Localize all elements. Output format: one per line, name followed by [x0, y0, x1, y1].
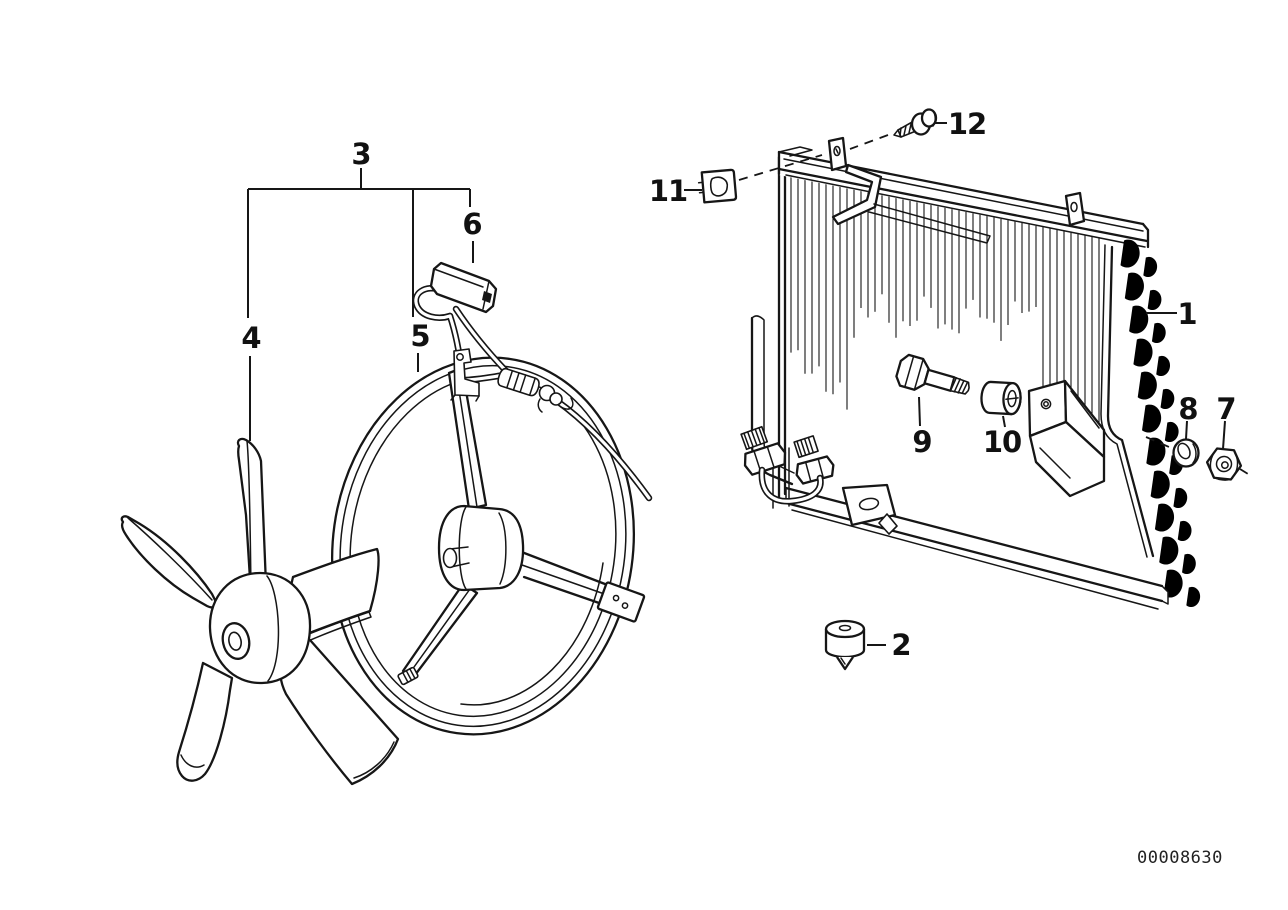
- motor-shaft: [442, 546, 470, 569]
- hex-bolt: [895, 353, 970, 395]
- mounting-tab-right: [1064, 191, 1086, 227]
- fan-blade-assembly: [120, 437, 400, 786]
- callout-5[interactable]: 5: [410, 319, 430, 353]
- condenser-bottom-rail: [784, 486, 1169, 610]
- blade-top: [236, 437, 268, 597]
- rubber-mount: [824, 619, 866, 671]
- condenser-z-bracket: [1027, 379, 1106, 498]
- inline-plug: [497, 367, 540, 397]
- leader-lines: [247, 122, 1254, 646]
- callout-3[interactable]: 3: [351, 137, 371, 171]
- blade-lower-left: [176, 661, 234, 782]
- fan-motor: [437, 504, 525, 592]
- washer: [1172, 438, 1200, 468]
- bottom-rail-bracket: [841, 483, 898, 535]
- shroud-rivet: [397, 666, 419, 686]
- diagram-image-code: 00008630: [1137, 848, 1223, 868]
- spacer-bushing: [980, 380, 1022, 416]
- hex-nut: [1205, 447, 1243, 481]
- callout-7[interactable]: 7: [1216, 392, 1236, 426]
- callout-6[interactable]: 6: [462, 207, 482, 241]
- callout-12[interactable]: 12: [948, 107, 987, 141]
- refrigerant-fittings: [740, 315, 835, 509]
- condenser: [740, 136, 1202, 610]
- callouts: 1 2 3 4 5 6 7 8 9 10 11 12: [241, 107, 1236, 662]
- ring-inner-lip: [460, 562, 604, 706]
- callout-1[interactable]: 1: [1177, 297, 1197, 331]
- callout-10[interactable]: 10: [983, 425, 1022, 459]
- callout-4[interactable]: 4: [241, 321, 261, 355]
- condenser-inner-edge: [1106, 245, 1155, 558]
- callout-9[interactable]: 9: [912, 425, 932, 459]
- mounting-tab-left: [827, 136, 848, 172]
- screw: [893, 108, 938, 138]
- rail-flange: [831, 163, 991, 244]
- callout-8[interactable]: 8: [1178, 392, 1198, 426]
- blade-upper-left: [120, 515, 218, 609]
- fan-hub: [208, 571, 312, 685]
- callout-2[interactable]: 2: [891, 628, 911, 662]
- condenser-left-edge: [777, 155, 787, 500]
- plug-coiled-wire: [537, 384, 574, 413]
- fan-shroud-ring: [330, 356, 646, 736]
- cable-clamp-bracket: [450, 348, 480, 402]
- callout-11[interactable]: 11: [649, 174, 688, 208]
- harness-connector: [429, 261, 498, 314]
- clip-nut: [697, 168, 738, 204]
- wiring-harness: [412, 261, 653, 502]
- shroud-side-bracket: [596, 581, 646, 623]
